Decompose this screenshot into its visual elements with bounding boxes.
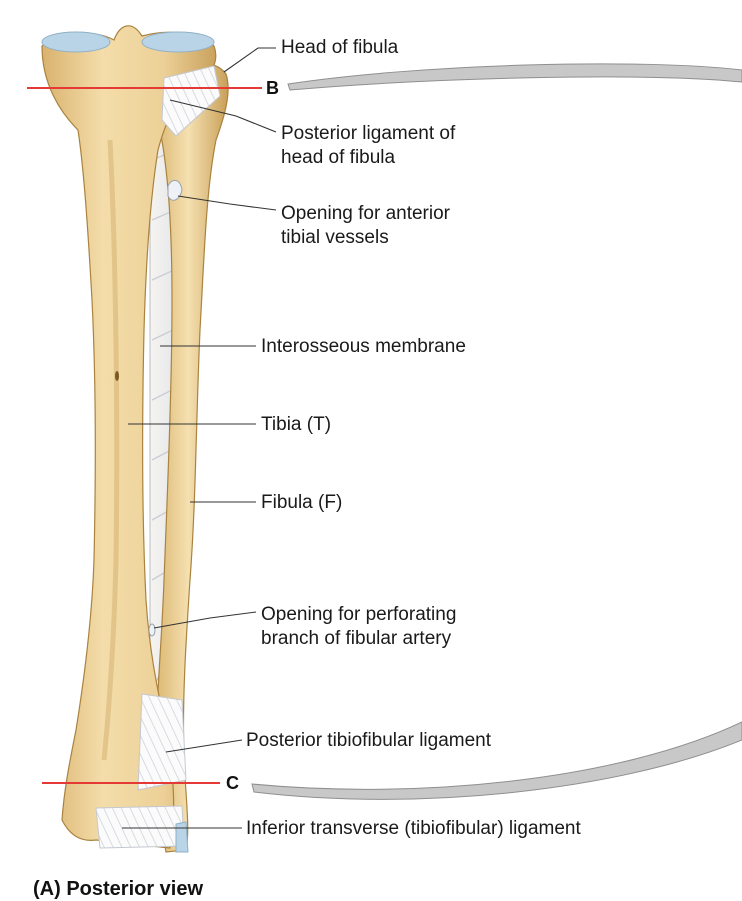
- distal-cartilage: [176, 822, 188, 852]
- section-letter-c: C: [226, 773, 239, 794]
- lateral-condyle-cartilage: [42, 32, 110, 52]
- label-inferior-transverse-ligament: Inferior transverse (tibiofibular) ligam…: [246, 817, 581, 841]
- label-tibia: Tibia (T): [261, 413, 331, 437]
- label-opening-anterior-tibial-vessels: Opening for anterior tibial vessels: [281, 202, 450, 250]
- label-interosseous-membrane: Interosseous membrane: [261, 335, 466, 359]
- leader-head-of-fibula: [224, 48, 276, 72]
- label-head-of-fibula: Head of fibula: [281, 36, 398, 60]
- opening-perforating-branch: [149, 624, 155, 636]
- posterior-tibiofibular-ligament: [138, 694, 186, 790]
- label-fibula: Fibula (F): [261, 491, 342, 515]
- inferior-transverse-ligament: [96, 806, 184, 848]
- medial-condyle-cartilage: [142, 32, 214, 52]
- section-band-b: [288, 64, 742, 90]
- label-posterior-tibiofibular-ligament: Posterior tibiofibular ligament: [246, 729, 491, 753]
- nutrient-foramen: [115, 371, 119, 381]
- label-opening-perforating-branch: Opening for perforating branch of fibula…: [261, 603, 456, 651]
- section-letter-b: B: [266, 78, 279, 99]
- label-posterior-ligament: Posterior ligament of head of fibula: [281, 122, 455, 170]
